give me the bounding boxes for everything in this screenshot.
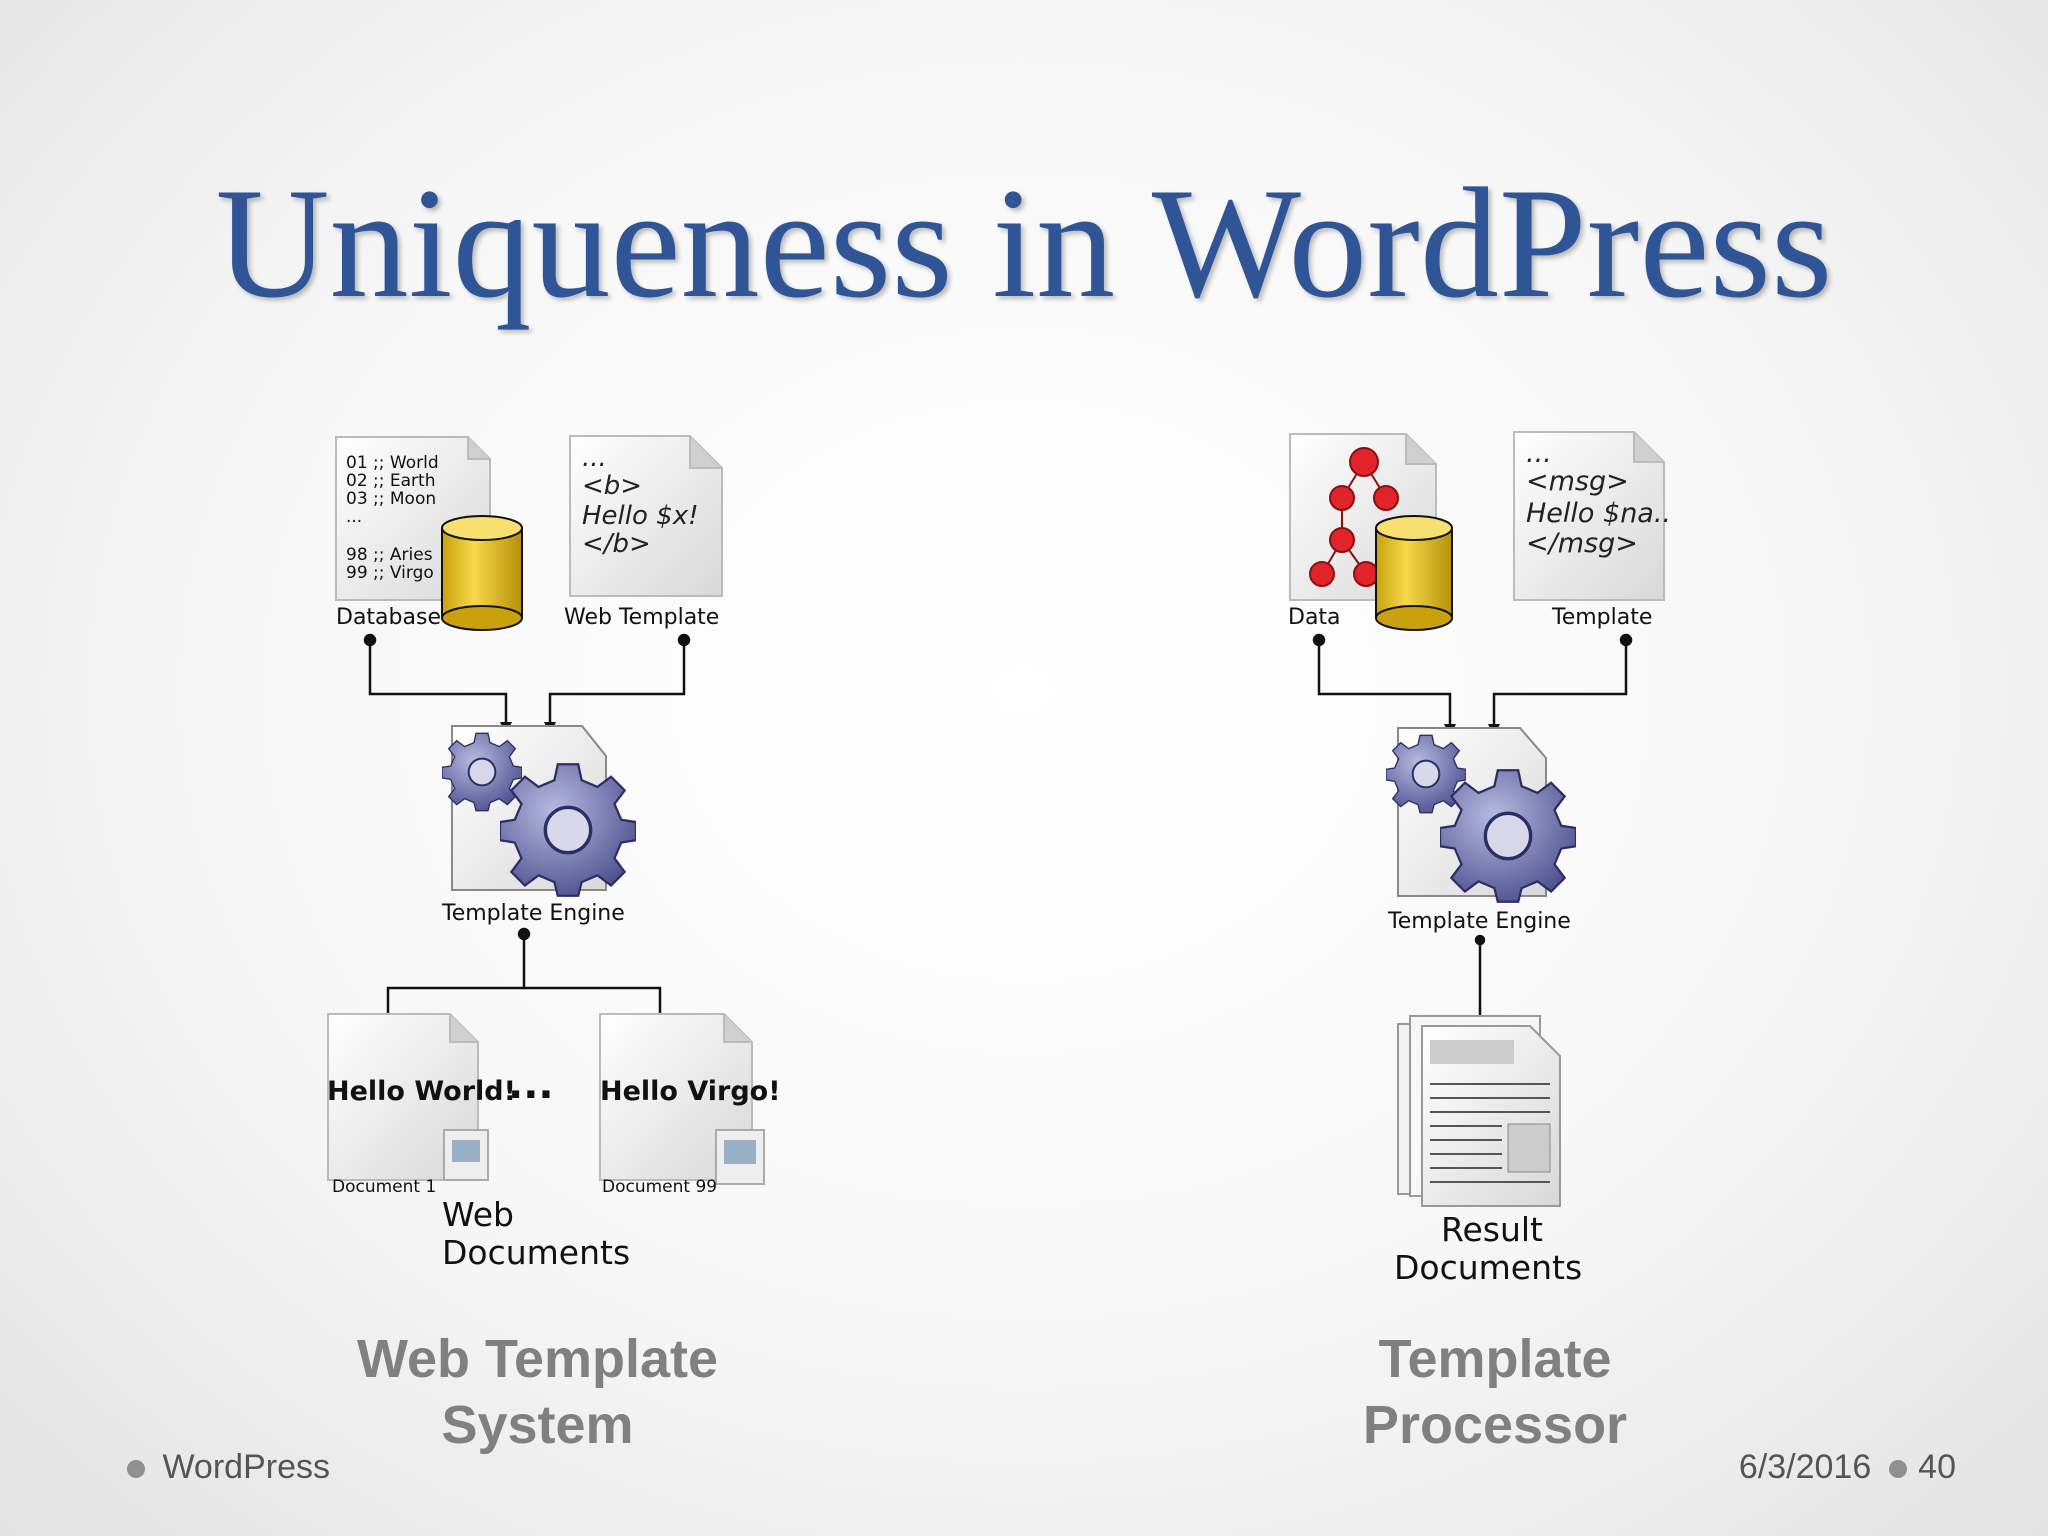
input-connectors: [1312, 633, 1633, 736]
page-number: 40: [1918, 1448, 1956, 1486]
document-99-label: Document 99: [602, 1177, 717, 1197]
db-line: 03 ;; Moon: [346, 489, 436, 509]
document-1-text: Hello World!: [327, 1076, 516, 1107]
tree-icon: [1309, 447, 1399, 587]
result-documents-icon: [1397, 1015, 1561, 1207]
template-line: <b>: [582, 471, 642, 501]
footer-left: WordPress: [127, 1448, 330, 1487]
result-documents-label-line2: Documents: [1394, 1248, 1582, 1287]
template-line: Hello $na..: [1526, 498, 1671, 529]
template-line: Hello $x!: [582, 501, 699, 531]
template-line: ...: [1526, 438, 1552, 469]
template-label: Template: [1551, 605, 1652, 630]
bullet-icon: [127, 1460, 145, 1479]
document-99-icon: [599, 1013, 765, 1185]
footer-right: 6/3/2016 40: [1739, 1448, 1956, 1487]
footer-date: 6/3/2016: [1738, 1448, 1872, 1486]
documents-ellipsis: ...: [508, 1062, 554, 1108]
db-line: 99 ;; Virgo: [346, 563, 434, 583]
bullet-icon: [1888, 1460, 1907, 1479]
template-engine-label: Template Engine: [1387, 909, 1571, 934]
template-line: </msg>: [1526, 528, 1638, 559]
db-line: 01 ;; World: [346, 453, 439, 473]
template-line: <msg>: [1526, 466, 1629, 497]
database-label: Database: [336, 605, 441, 630]
right-caption: Template Processor: [1280, 1326, 1710, 1458]
left-caption-line1: Web Template: [356, 1329, 719, 1389]
data-label: Data: [1288, 605, 1341, 630]
right-caption-line1: Template: [1378, 1329, 1612, 1389]
database-cylinder-icon: [441, 515, 523, 631]
result-documents-label-line1: Result: [1441, 1210, 1543, 1249]
data-cylinder-icon: [1375, 515, 1453, 631]
document-1-label: Document 1: [332, 1177, 436, 1197]
db-line: ...: [346, 507, 362, 527]
template-line: </b>: [582, 529, 651, 559]
left-caption: Web Template System: [300, 1326, 775, 1458]
slide-title: Uniqueness in WordPress: [215, 156, 1833, 331]
input-connectors: [363, 633, 691, 734]
web-template-label: Web Template: [564, 605, 719, 630]
left-caption-line2: System: [441, 1395, 634, 1455]
right-caption-line2: Processor: [1362, 1395, 1628, 1455]
template-engine-icon: [1386, 727, 1576, 904]
left-diagram: 01 ;; World 02 ;; Earth 03 ;; Moon ... 9…: [327, 435, 781, 1272]
document-99-text: Hello Virgo!: [600, 1076, 781, 1107]
template-engine-icon: [442, 725, 636, 898]
template-document-icon: ... <msg> Hello $na.. </msg>: [1513, 431, 1671, 601]
template-engine-label: Template Engine: [441, 901, 625, 926]
template-line: ...: [582, 443, 607, 473]
web-documents-label-line2: Documents: [442, 1233, 630, 1272]
web-documents-label-line1: Web: [442, 1195, 514, 1234]
right-diagram: Data ... <msg> Hello $na.. </msg> Templa…: [1288, 431, 1671, 1287]
footer-text: WordPress: [162, 1448, 330, 1486]
document-1-icon: [327, 1013, 489, 1181]
db-line: 98 ;; Aries: [346, 545, 433, 565]
db-line: 02 ;; Earth: [346, 471, 435, 491]
web-template-document-icon: ... <b> Hello $x! </b>: [569, 435, 723, 597]
